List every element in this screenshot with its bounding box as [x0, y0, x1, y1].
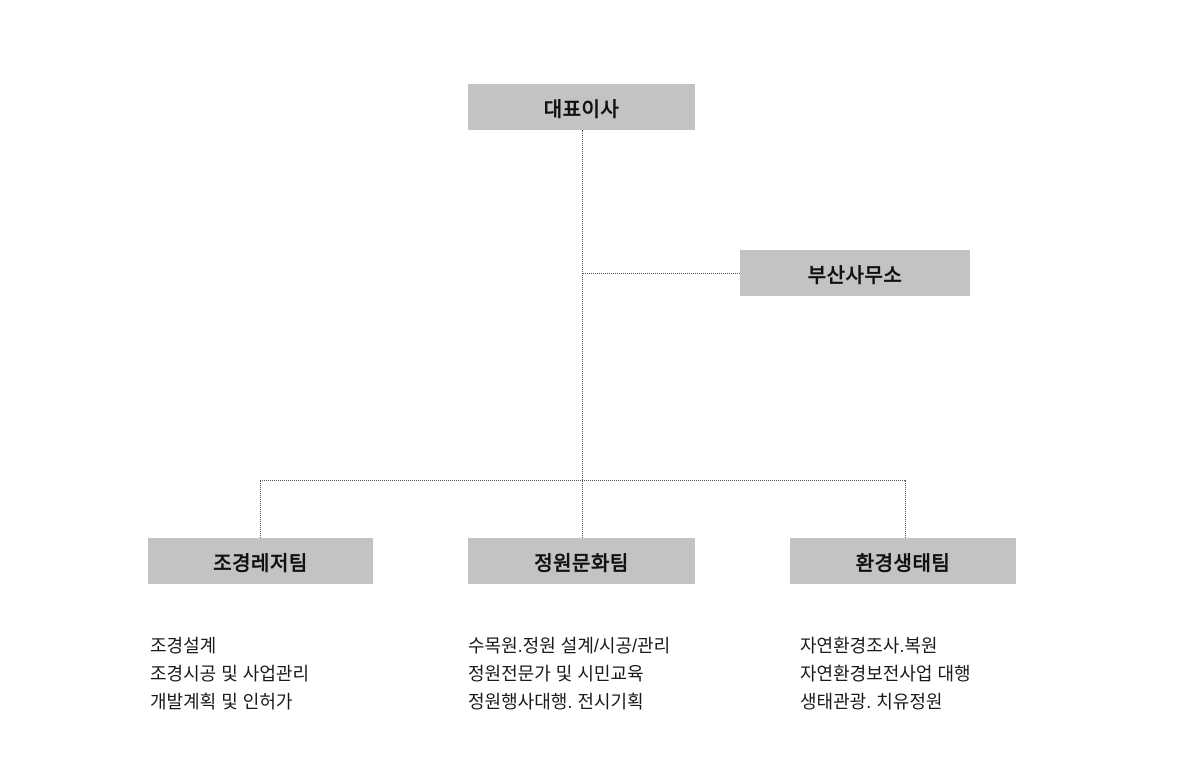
team3-duties-list: 자연환경조사.복원 자연환경보전사업 대행 생태관광. 치유정원 [800, 632, 971, 716]
node-busan-label: 부산사무소 [807, 264, 903, 287]
duty-item: 수목원.정원 설계/시공/관리 [468, 636, 671, 656]
duty-item: 정원전문가 및 시민교육 [468, 664, 644, 684]
node-team-garden-culture: 정원문화팀 [468, 538, 695, 584]
duty-item: 자연환경보전사업 대행 [800, 664, 971, 684]
connector-root-vertical [582, 130, 583, 480]
team2-duties-list: 수목원.정원 설계/시공/관리 정원전문가 및 시민교육 정원행사대행. 전시기… [468, 632, 670, 716]
duty-item: 자연환경조사.복원 [800, 636, 938, 656]
connector-team2-drop [582, 480, 583, 538]
node-busan-office: 부산사무소 [740, 250, 970, 296]
node-team-landscape-leisure: 조경레저팀 [148, 538, 373, 584]
duty-item: 정원행사대행. 전시기획 [468, 692, 644, 712]
duty-item: 조경설계 [150, 636, 217, 656]
node-team3-label: 환경생태팀 [855, 552, 951, 575]
duty-item: 개발계획 및 인허가 [150, 692, 293, 712]
node-ceo: 대표이사 [468, 84, 695, 130]
duty-item: 생태관광. 치유정원 [800, 692, 943, 712]
node-team1-label: 조경레저팀 [213, 552, 308, 575]
duty-item: 조경시공 및 사업관리 [150, 664, 310, 684]
node-team2-label: 정원문화팀 [534, 552, 629, 575]
connector-busan-horizontal [582, 273, 740, 274]
team1-duties-list: 조경설계 조경시공 및 사업관리 개발계획 및 인허가 [150, 632, 309, 716]
connector-team3-drop [905, 480, 906, 538]
node-team-environment-ecology: 환경생태팀 [790, 538, 1016, 584]
connector-team1-drop [260, 480, 261, 538]
node-ceo-label: 대표이사 [543, 98, 620, 121]
